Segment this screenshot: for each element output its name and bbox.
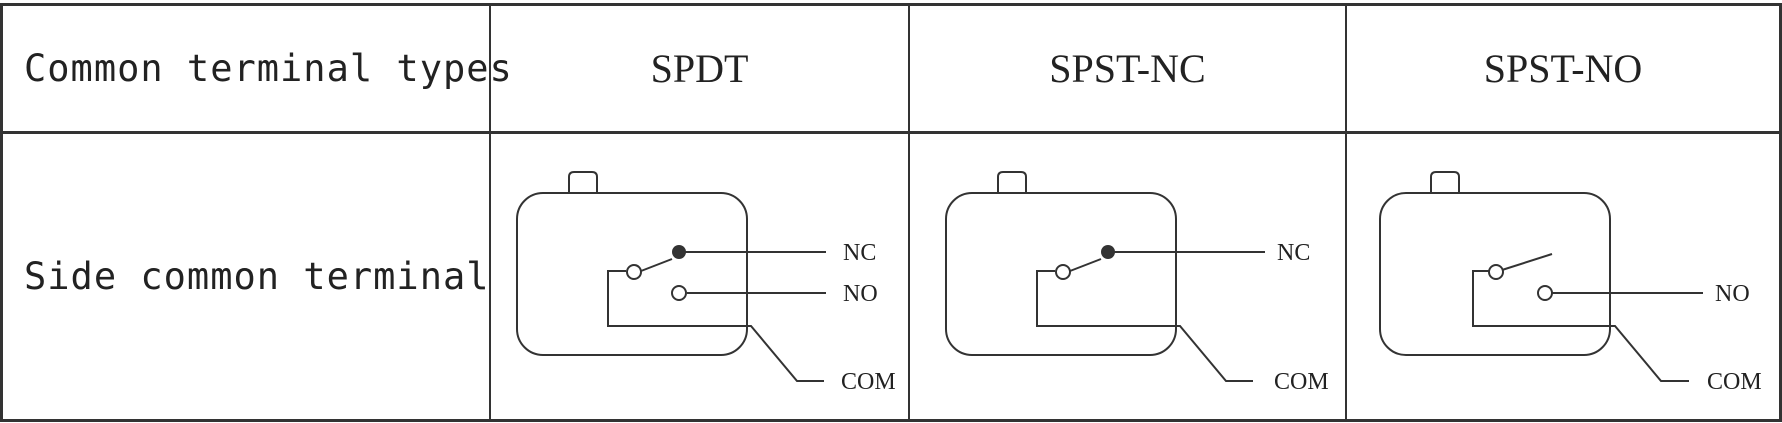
switch-body — [945, 192, 1177, 356]
com-lead-line — [1036, 270, 1253, 382]
com-label: COM — [841, 369, 896, 395]
body-row-label: Side common terminal — [24, 255, 490, 298]
nc-label: NC — [1277, 240, 1310, 266]
nc-contact — [672, 245, 686, 259]
switch-lever — [1501, 253, 1553, 271]
column-divider-2 — [908, 3, 910, 422]
nc-label: NC — [843, 240, 876, 266]
switch-lever — [640, 258, 673, 272]
table-border-right — [1779, 3, 1782, 422]
table-border-left — [0, 3, 3, 422]
switch-body — [516, 192, 748, 356]
switch-actuator — [997, 171, 1027, 193]
column-header-spst-no: SPST-NO — [1483, 46, 1643, 91]
header-row-label: Common terminal types — [24, 47, 513, 90]
com-lead-line — [1472, 270, 1689, 382]
switch-actuator — [568, 171, 598, 193]
table-border-top — [0, 3, 1782, 6]
com-label: COM — [1707, 369, 1762, 395]
no-label: NO — [1715, 281, 1750, 307]
switch-actuator — [1430, 171, 1460, 193]
com-contact — [1055, 264, 1071, 280]
com-contact — [1488, 264, 1504, 280]
com-contact — [626, 264, 642, 280]
table-border-bottom — [0, 419, 1782, 422]
table-header-divider — [0, 131, 1782, 134]
no-contact — [671, 285, 687, 301]
column-header-spst-nc: SPST-NC — [1049, 46, 1206, 91]
spst-nc-diagram: NC COM — [945, 171, 1329, 395]
column-divider-1 — [489, 3, 491, 422]
column-divider-3 — [1345, 3, 1347, 422]
no-contact — [1537, 285, 1553, 301]
com-label: COM — [1274, 369, 1329, 395]
spdt-diagram: NC NO COM — [516, 171, 896, 395]
nc-contact — [1101, 245, 1115, 259]
spst-no-diagram: NO COM — [1379, 171, 1762, 395]
switch-body — [1379, 192, 1611, 356]
com-lead-line — [607, 270, 824, 382]
switch-lever — [1069, 258, 1102, 272]
column-header-spdt: SPDT — [650, 46, 749, 91]
no-label: NO — [843, 281, 878, 307]
